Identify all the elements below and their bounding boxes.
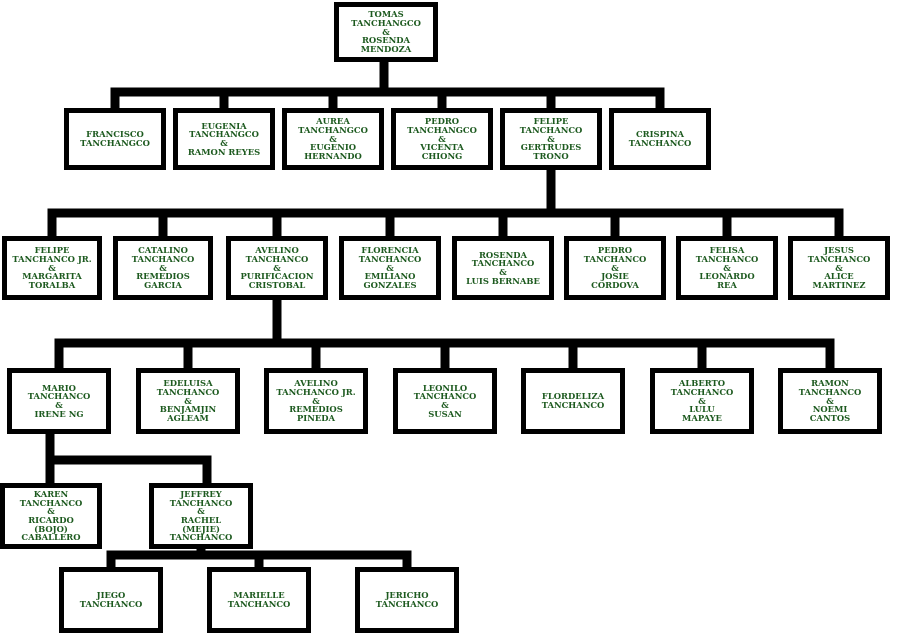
node-label: FRANCISCO TANCHANGCO bbox=[80, 129, 150, 148]
node-label: PEDRO TANCHANGCO & VICENTA CHIONG bbox=[407, 116, 477, 162]
node-aurea-eugenio: AUREA TANCHANGCO & EUGENIO HERNANDO bbox=[282, 108, 384, 170]
node-felipe-jr-margarita: FELIPE TANCHANCO JR. & MARGARITA TORALBA bbox=[2, 236, 102, 300]
node-pedro-vicenta: PEDRO TANCHANGCO & VICENTA CHIONG bbox=[391, 108, 493, 170]
node-jericho: JERICHO TANCHANCO bbox=[355, 567, 459, 633]
node-label: MARIO TANCHANCO & IRENE NG bbox=[27, 382, 91, 419]
node-felipe-gertrudes: FELIPE TANCHANCO & GERTRUDES TRONO bbox=[500, 108, 602, 170]
node-mario-irene: MARIO TANCHANCO & IRENE NG bbox=[7, 368, 111, 434]
node-label: AUREA TANCHANGCO & EUGENIO HERNANDO bbox=[298, 116, 368, 162]
node-label: FELISA TANCHANCO & LEONARDO REA bbox=[695, 245, 759, 291]
node-label: RAMON TANCHANCO & NOEMI CANTOS bbox=[798, 378, 862, 424]
node-edeluisa-benjamjin: EDELUISA TANCHANCO & BENJAMJIN AGLEAM bbox=[136, 368, 240, 434]
node-jesus-alice: JESUS TANCHANCO & ALICE MARTINEZ bbox=[788, 236, 890, 300]
node-karen-ricardo: KAREN TANCHANCO & RICARDO (BOJO) CABALLE… bbox=[0, 483, 102, 549]
node-label: FLORDELIZA TANCHANCO bbox=[541, 391, 605, 410]
node-alberto-lulu: ALBERTO TANCHANCO & LULU MAPAYE bbox=[650, 368, 754, 434]
node-pedro-josie: PEDRO TANCHANCO & JOSIE CORDOVA bbox=[564, 236, 666, 300]
node-label: MARIELLE TANCHANCO bbox=[227, 590, 291, 609]
node-label: ROSENDA TANCHANCO & LUIS BERNABE bbox=[466, 249, 540, 286]
node-label: FELIPE TANCHANCO & GERTRUDES TRONO bbox=[519, 116, 583, 162]
node-felisa-leonardo: FELISA TANCHANCO & LEONARDO REA bbox=[676, 236, 778, 300]
node-avelino-purificacion: AVELINO TANCHANCO & PURIFICACION CRISTOB… bbox=[226, 236, 328, 300]
node-catalino-remedios: CATALINO TANCHANCO & REMEDIOS GARCIA bbox=[113, 236, 213, 300]
node-label: TOMAS TANCHANGCO & ROSENDA MENDOZA bbox=[351, 9, 421, 55]
node-label: EUGENIA TANCHANGCO & RAMON REYES bbox=[187, 120, 261, 157]
node-crispina: CRISPINA TANCHANCO bbox=[609, 108, 711, 170]
node-marielle: MARIELLE TANCHANCO bbox=[207, 567, 311, 633]
node-label: CATALINO TANCHANCO & REMEDIOS GARCIA bbox=[131, 245, 195, 291]
node-francisco: FRANCISCO TANCHANGCO bbox=[64, 108, 166, 170]
node-tomas-rosenda: TOMAS TANCHANGCO & ROSENDA MENDOZA bbox=[334, 2, 438, 62]
node-eugenia-ramon: EUGENIA TANCHANGCO & RAMON REYES bbox=[173, 108, 275, 170]
node-label: KAREN TANCHANCO & RICARDO (BOJO) CABALLE… bbox=[19, 488, 83, 543]
node-jiego: JIEGO TANCHANCO bbox=[59, 567, 163, 633]
node-leonilo-susan: LEONILO TANCHANCO & SUSAN bbox=[393, 368, 497, 434]
node-label: FLORENCIA TANCHANCO & EMILIANO GONZALES bbox=[358, 245, 422, 291]
node-label: PEDRO TANCHANCO & JOSIE CORDOVA bbox=[583, 245, 647, 291]
node-label: JERICHO TANCHANCO bbox=[375, 590, 439, 609]
node-label: JIEGO TANCHANCO bbox=[79, 590, 143, 609]
node-label: AVELINO TANCHANCO JR. & REMEDIOS PINEDA bbox=[276, 378, 356, 424]
node-label: LEONILO TANCHANCO & SUSAN bbox=[413, 382, 477, 419]
node-label: CRISPINA TANCHANCO bbox=[628, 129, 692, 148]
node-jeffrey-rachel: JEFFREY TANCHANCO & RACHEL (MEJIE) TANCH… bbox=[149, 483, 253, 549]
node-rosenda-luis: ROSENDA TANCHANCO & LUIS BERNABE bbox=[452, 236, 554, 300]
node-label: AVELINO TANCHANCO & PURIFICACION CRISTOB… bbox=[240, 245, 314, 291]
node-avelino-jr-remedios: AVELINO TANCHANCO JR. & REMEDIOS PINEDA bbox=[264, 368, 368, 434]
node-florencia-emiliano: FLORENCIA TANCHANCO & EMILIANO GONZALES bbox=[339, 236, 441, 300]
node-label: FELIPE TANCHANCO JR. & MARGARITA TORALBA bbox=[12, 245, 92, 291]
node-label: JEFFREY TANCHANCO & RACHEL (MEJIE) TANCH… bbox=[169, 488, 233, 543]
node-ramon-noemi: RAMON TANCHANCO & NOEMI CANTOS bbox=[778, 368, 882, 434]
node-label: ALBERTO TANCHANCO & LULU MAPAYE bbox=[670, 378, 734, 424]
node-label: JESUS TANCHANCO & ALICE MARTINEZ bbox=[807, 245, 871, 291]
node-flordeliza: FLORDELIZA TANCHANCO bbox=[521, 368, 625, 434]
node-label: EDELUISA TANCHANCO & BENJAMJIN AGLEAM bbox=[156, 378, 220, 424]
